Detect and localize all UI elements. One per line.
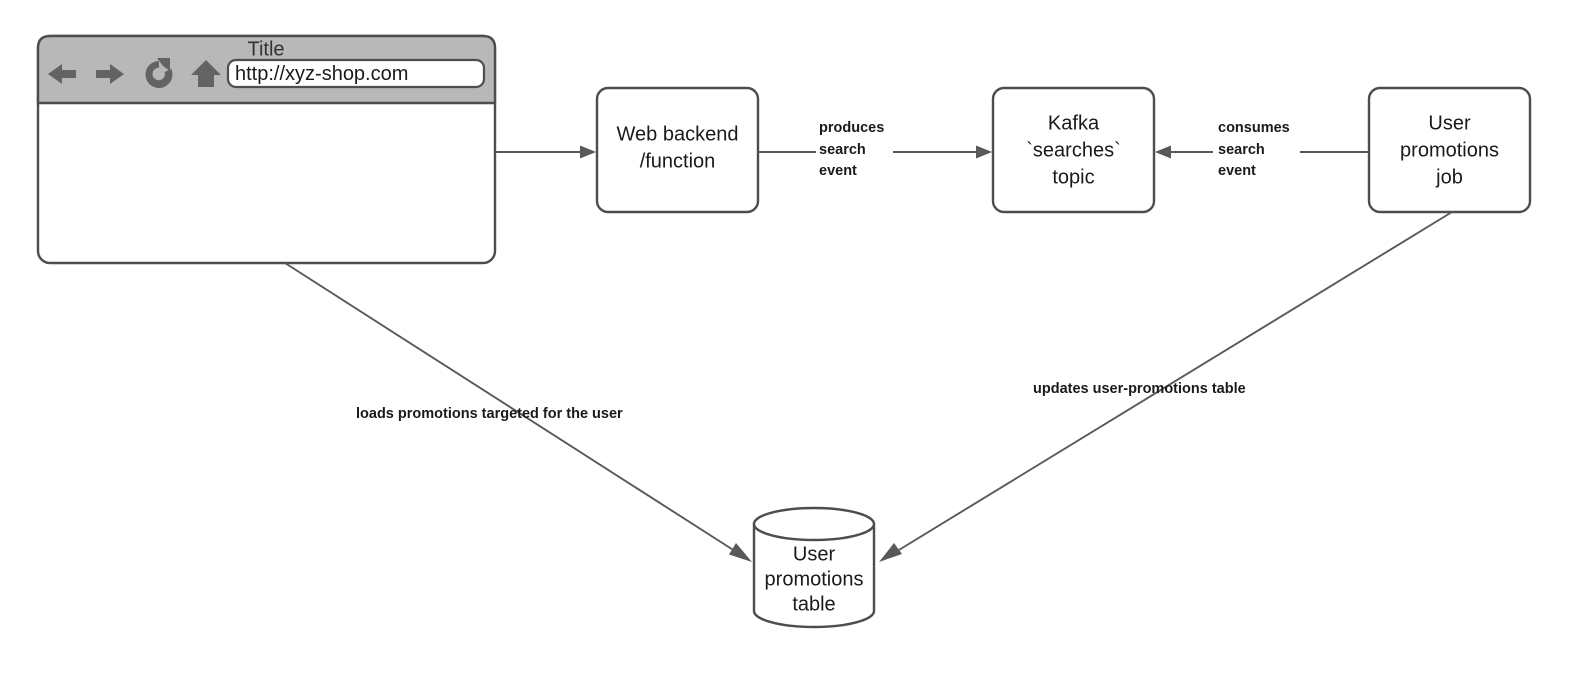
node-kafka-topic[interactable]: Kafka `searches` topic — [991, 86, 1156, 214]
node-web-backend[interactable]: Web backend /function — [595, 86, 760, 214]
edge-label-produces-line3: event — [819, 163, 857, 179]
user-promotions-table-label-line1: User — [793, 543, 836, 565]
edge-browser-to-table-line — [284, 262, 739, 554]
node-user-promotions-job[interactable]: User promotions job — [1367, 86, 1532, 214]
url-input[interactable] — [226, 58, 486, 89]
edge-job-to-table-line — [893, 211, 1453, 554]
home-icon[interactable] — [191, 60, 221, 87]
reload-icon[interactable] — [145, 58, 173, 88]
kafka-topic-box — [991, 86, 1156, 214]
edge-backend-to-kafka: produces search event — [758, 120, 992, 179]
url-input-value: http://xyz-shop.com — [235, 63, 408, 85]
edge-browser-to-table: loads promotions targeted for the user — [284, 262, 752, 562]
web-backend-label-line2: /function — [640, 150, 716, 172]
web-backend-box — [595, 86, 760, 214]
web-backend-label-line1: Web backend — [617, 123, 739, 145]
kafka-topic-label-line1: Kafka — [1048, 112, 1100, 134]
edge-browser-to-backend — [495, 145, 596, 159]
edge-label-loads-promotions: loads promotions targeted for the user — [356, 406, 623, 422]
user-promotions-job-label-line2: promotions — [1400, 139, 1499, 161]
user-promotions-table-cylinder-top — [752, 506, 876, 542]
kafka-topic-label-line3: topic — [1052, 166, 1094, 188]
user-promotions-table-label-line2: promotions — [765, 568, 864, 590]
edge-label-consumes-line2: search — [1218, 142, 1265, 158]
user-promotions-table-label-line3: table — [792, 593, 835, 615]
edge-job-to-kafka-arrowhead — [1155, 145, 1171, 159]
edge-browser-to-table-arrowhead — [729, 543, 752, 562]
node-user-promotions-table[interactable]: User promotions table — [752, 506, 876, 629]
user-promotions-table-cylinder-body — [752, 522, 876, 629]
edge-label-consumes-line3: event — [1218, 163, 1256, 179]
user-promotions-job-label-line3: job — [1435, 166, 1463, 188]
forward-arrow-icon[interactable] — [96, 64, 124, 84]
edge-label-updates-table: updates user-promotions table — [1033, 381, 1246, 397]
user-promotions-job-box — [1367, 86, 1532, 214]
back-arrow-icon[interactable] — [48, 64, 76, 84]
edge-label-consumes-line1: consumes — [1218, 120, 1290, 136]
edge-job-to-table: updates user-promotions table — [879, 211, 1453, 562]
edge-label-produces-line2: search — [819, 142, 866, 158]
edge-job-to-table-arrowhead — [879, 543, 902, 562]
edge-label-produces-line1: produces — [819, 120, 884, 136]
browser-title: Title — [247, 38, 284, 60]
node-browser-window[interactable]: Title http://xyz-shop.com — [36, 34, 497, 265]
edge-browser-to-backend-arrowhead — [580, 145, 596, 159]
edge-job-to-kafka: consumes search event — [1155, 120, 1369, 179]
kafka-topic-label-line2: `searches` — [1026, 139, 1120, 161]
user-promotions-job-label-line1: User — [1428, 112, 1471, 134]
edge-backend-to-kafka-arrowhead — [976, 145, 992, 159]
